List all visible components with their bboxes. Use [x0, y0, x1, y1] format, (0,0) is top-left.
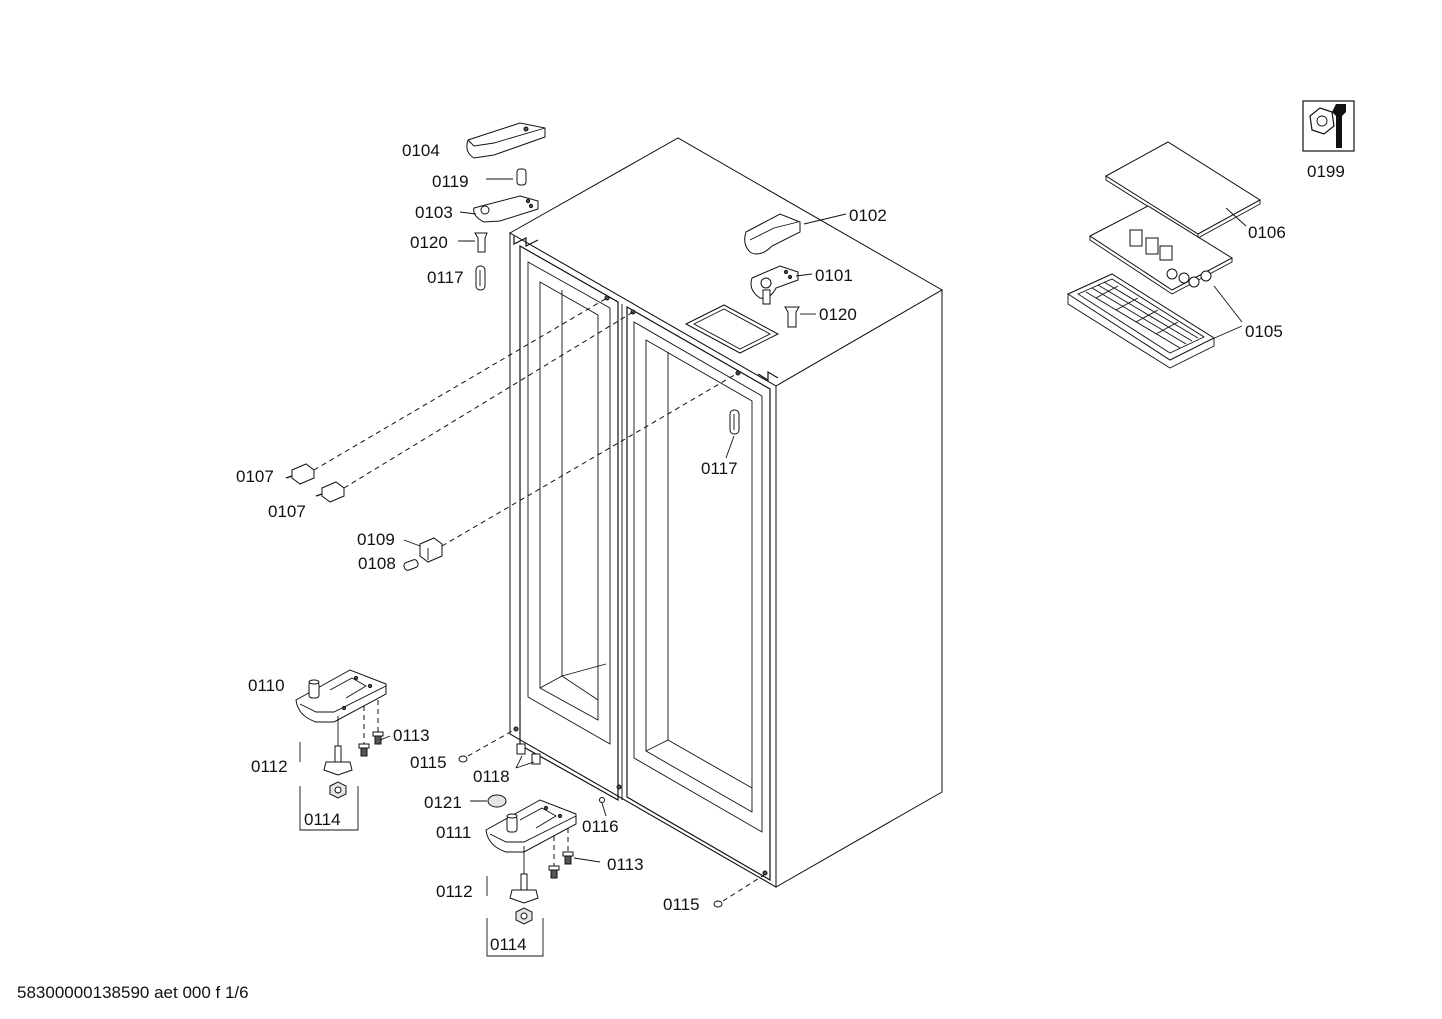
label-0117-upper-left: 0117 [427, 268, 464, 287]
door-switch-parts [285, 297, 739, 571]
label-0103: 0103 [415, 203, 453, 222]
label-0111: 0111 [436, 823, 471, 842]
screw [372, 731, 384, 745]
label-0108: 0108 [358, 554, 396, 573]
label-0109: 0109 [357, 530, 395, 549]
drawing-reference-number: 58300000138590 aet 000 f 1/6 [17, 983, 249, 1002]
label-0116: 0116 [582, 817, 619, 836]
screw [562, 851, 574, 865]
label-0118: 0118 [473, 767, 510, 786]
control-module-parts [1066, 141, 1261, 369]
nut-and-wrench-icon [1302, 100, 1355, 152]
label-0199: 0199 [1307, 162, 1345, 181]
tray-grid [1085, 281, 1199, 349]
upper-left-hinge-parts [466, 122, 546, 291]
part-labels: 0104 0119 0103 0120 0117 0102 0101 0120 … [236, 141, 1345, 954]
label-0120-upper-left: 0120 [410, 233, 448, 252]
label-0112-right: 0112 [436, 882, 473, 901]
label-0107-b: 0107 [268, 502, 306, 521]
label-0119: 0119 [432, 172, 469, 191]
label-0121: 0121 [424, 793, 462, 812]
label-0102: 0102 [849, 206, 887, 225]
label-0105: 0105 [1245, 322, 1283, 341]
label-0114-left: 0114 [304, 810, 341, 829]
label-0106: 0106 [1248, 223, 1286, 242]
label-0110: 0110 [248, 676, 285, 695]
upper-right-hinge-parts [729, 213, 801, 435]
label-0114-right: 0114 [490, 935, 527, 954]
label-0112-left: 0112 [251, 757, 288, 776]
lower-left-hinge-parts [295, 669, 387, 831]
label-0113-right: 0113 [607, 855, 644, 874]
leader-lines [379, 178, 1247, 863]
small-parts [458, 729, 765, 908]
label-0117-door: 0117 [701, 459, 738, 478]
screw [548, 865, 560, 879]
refrigerator-cabinet [508, 137, 944, 888]
label-0115-right: 0115 [663, 895, 700, 914]
label-0120-upper-right: 0120 [819, 305, 857, 324]
label-0115-left: 0115 [410, 753, 447, 772]
label-0107-a: 0107 [236, 467, 274, 486]
label-0104: 0104 [402, 141, 440, 160]
label-0101: 0101 [815, 266, 853, 285]
lower-right-hinge-parts [485, 794, 577, 957]
label-0113-left: 0113 [393, 726, 430, 745]
screw [358, 743, 370, 757]
